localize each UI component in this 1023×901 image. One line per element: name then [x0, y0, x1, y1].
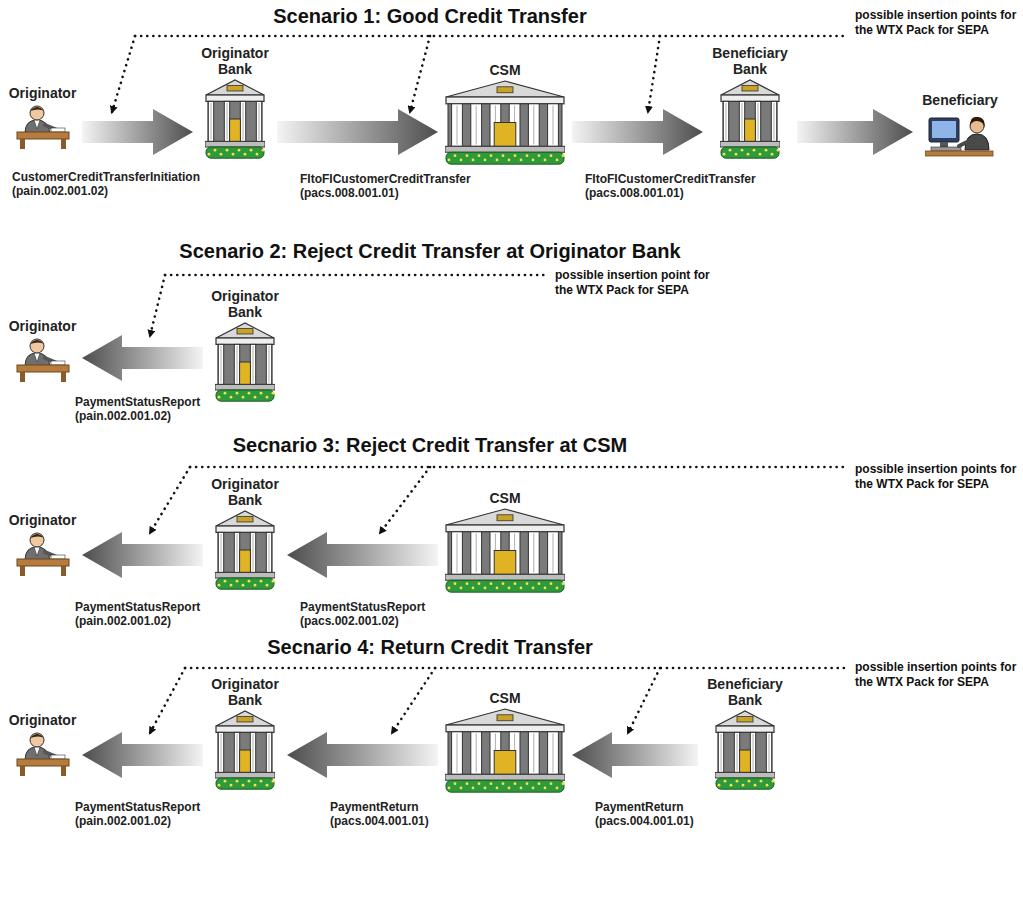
leader-line [628, 668, 660, 733]
actor-name: Originator Bank [195, 45, 275, 77]
insertion-note: possible insertion points for the WTX Pa… [855, 8, 1023, 38]
scenario-title: Secnario 4: Return Credit Transfer [0, 636, 860, 659]
actor-node: Originator Bank [195, 45, 275, 159]
actor-node: Beneficiary Bank [705, 45, 795, 159]
leader-line [392, 668, 435, 733]
bank-building-icon [215, 322, 275, 402]
message-label: PaymentStatusReport (pacs.002.001.02) [300, 600, 425, 628]
actor-node: Originator [5, 712, 80, 776]
actor-name: Beneficiary [915, 92, 1005, 108]
actor-name: Originator Bank [205, 288, 285, 320]
message-arrow [797, 109, 913, 155]
message-arrow [82, 532, 203, 578]
leader-line [150, 668, 185, 733]
message-arrow [287, 532, 438, 578]
actor-node: Originator [5, 512, 80, 576]
leader-line [112, 36, 135, 112]
actor-node: Originator Bank [205, 288, 285, 402]
actor-node: Beneficiary Bank [700, 676, 790, 790]
leader-line [190, 466, 845, 469]
scenario-title: Scenario 1: Good Credit Transfer [0, 5, 860, 28]
leader-line [150, 467, 190, 533]
leader-line [185, 667, 845, 670]
message-arrow [287, 732, 438, 778]
message-label: CustomerCreditTransferInitiation (pain.0… [12, 170, 200, 198]
person-at-computer-icon [925, 110, 995, 160]
bank-building-icon [215, 510, 275, 590]
message-arrow [82, 335, 203, 381]
actor-node: CSM [440, 690, 570, 793]
person-at-desk-icon [15, 336, 71, 382]
message-label: FItoFICustomerCreditTransfer (pacs.008.0… [585, 172, 756, 200]
actor-name: CSM [440, 62, 570, 78]
message-label: PaymentReturn (pacs.004.001.01) [330, 800, 429, 828]
person-at-desk-icon [15, 730, 71, 776]
leader-line [165, 274, 545, 277]
message-arrow [277, 109, 438, 155]
bank-building-icon [445, 708, 565, 793]
actor-name: Originator Bank [205, 676, 285, 708]
actor-node: Originator Bank [205, 676, 285, 790]
message-arrow [572, 732, 698, 778]
actor-node: CSM [440, 62, 570, 165]
actor-name: Originator [5, 318, 80, 334]
leader-line [380, 467, 430, 533]
message-arrow [82, 109, 193, 155]
bank-building-icon [445, 80, 565, 165]
insertion-note: possible insertion point for the WTX Pac… [555, 268, 725, 298]
leader-line [410, 36, 430, 112]
actor-node: Originator [5, 85, 80, 149]
actor-name: Beneficiary Bank [700, 676, 790, 708]
actor-name: CSM [440, 690, 570, 706]
actor-name: Originator [5, 712, 80, 728]
actor-node: Beneficiary [915, 92, 1005, 160]
scenario-title: Secnario 3: Reject Credit Transfer at CS… [0, 434, 860, 457]
actor-name: Originator [5, 512, 80, 528]
actor-name: CSM [440, 490, 570, 506]
bank-building-icon [215, 710, 275, 790]
actor-name: Originator [5, 85, 80, 101]
leader-line [135, 35, 845, 38]
actor-name: Beneficiary Bank [705, 45, 795, 77]
scenario-title: Scenario 2: Reject Credit Transfer at Or… [0, 240, 860, 263]
actor-node: CSM [440, 490, 570, 593]
actor-name: Originator Bank [205, 476, 285, 508]
bank-building-icon [715, 710, 775, 790]
bank-building-icon [205, 79, 265, 159]
bank-building-icon [445, 508, 565, 593]
message-label: FItoFICustomerCreditTransfer (pacs.008.0… [300, 172, 471, 200]
leader-line [648, 36, 660, 112]
actor-node: Originator [5, 318, 80, 382]
message-arrow [82, 732, 203, 778]
leader-line [150, 275, 165, 336]
actor-node: Originator Bank [205, 476, 285, 590]
insertion-note: possible insertion points for the WTX Pa… [855, 660, 1023, 690]
message-arrow [572, 109, 703, 155]
message-label: PaymentStatusReport (pain.002.001.02) [75, 800, 200, 828]
person-at-desk-icon [15, 530, 71, 576]
message-label: PaymentStatusReport (pain.002.001.02) [75, 600, 200, 628]
message-label: PaymentStatusReport (pain.002.001.02) [75, 395, 200, 423]
insertion-note: possible insertion points for the WTX Pa… [855, 462, 1023, 492]
bank-building-icon [720, 79, 780, 159]
person-at-desk-icon [15, 103, 71, 149]
message-label: PaymentReturn (pacs.004.001.01) [595, 800, 694, 828]
